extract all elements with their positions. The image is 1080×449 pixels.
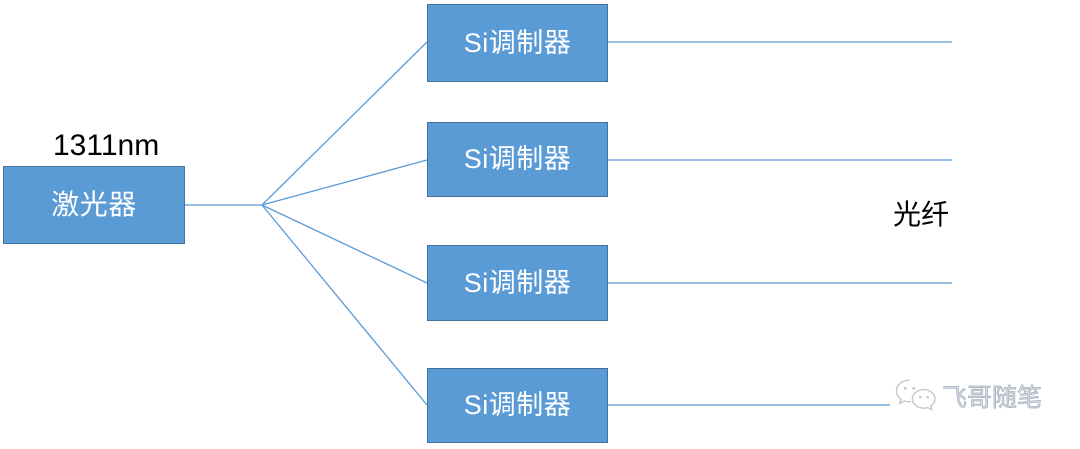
si-modulator-label-3: Si调制器 bbox=[463, 267, 572, 298]
si-modulator-box-3[interactable]: Si调制器 bbox=[427, 245, 608, 321]
wire-splitter-to-modulator-1 bbox=[261, 41, 428, 206]
si-modulator-box-2[interactable]: Si调制器 bbox=[427, 122, 608, 197]
wavelength-label: 1311nm bbox=[53, 129, 160, 162]
watermark-text: 飞哥随笔 bbox=[942, 382, 1043, 412]
laser-source-box[interactable]: 激光器 bbox=[3, 166, 185, 244]
si-modulator-label-4: Si调制器 bbox=[463, 390, 572, 420]
watermark: 飞哥随笔 bbox=[894, 373, 1074, 421]
wire-splitter-to-modulator-4 bbox=[261, 204, 428, 406]
laser-source-label: 激光器 bbox=[51, 189, 137, 220]
wechat-icon bbox=[895, 379, 936, 412]
si-modulator-box-4[interactable]: Si调制器 bbox=[427, 368, 608, 443]
si-modulator-label-1: Si调制器 bbox=[463, 27, 572, 58]
wire-splitter-to-modulator-3 bbox=[261, 204, 428, 284]
si-modulator-box-1[interactable]: Si调制器 bbox=[427, 4, 608, 82]
optical-fiber-label: 光纤 bbox=[893, 198, 950, 231]
wire-splitter-to-modulator-2 bbox=[261, 159, 428, 206]
si-modulator-label-2: Si调制器 bbox=[463, 144, 572, 174]
